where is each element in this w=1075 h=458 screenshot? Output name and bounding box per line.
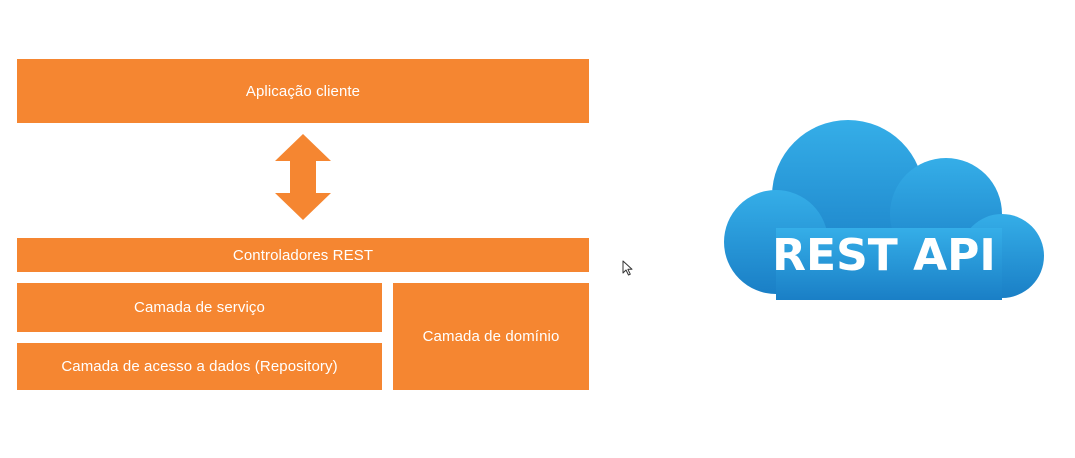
cloud-icon: REST API: [724, 120, 1044, 300]
client-application-label: Aplicação cliente: [245, 82, 361, 100]
double-vertical-arrow-icon: [275, 134, 331, 220]
mouse-cursor-icon: [622, 260, 633, 276]
rest-controllers-label: Controladores REST: [232, 246, 374, 264]
service-layer-block: Camada de serviço: [17, 283, 382, 332]
data-access-layer-label: Camada de acesso a dados (Repository): [61, 358, 338, 375]
data-access-layer-block: Camada de acesso a dados (Repository): [17, 343, 382, 390]
service-layer-label: Camada de serviço: [134, 299, 265, 316]
rest-controllers-block: Controladores REST: [17, 238, 589, 272]
client-application-block: Aplicação cliente: [17, 59, 589, 123]
domain-layer-block: Camada de domínio: [393, 283, 589, 390]
cloud-label: REST API: [772, 230, 996, 281]
domain-layer-label: Camada de domínio: [422, 328, 560, 345]
